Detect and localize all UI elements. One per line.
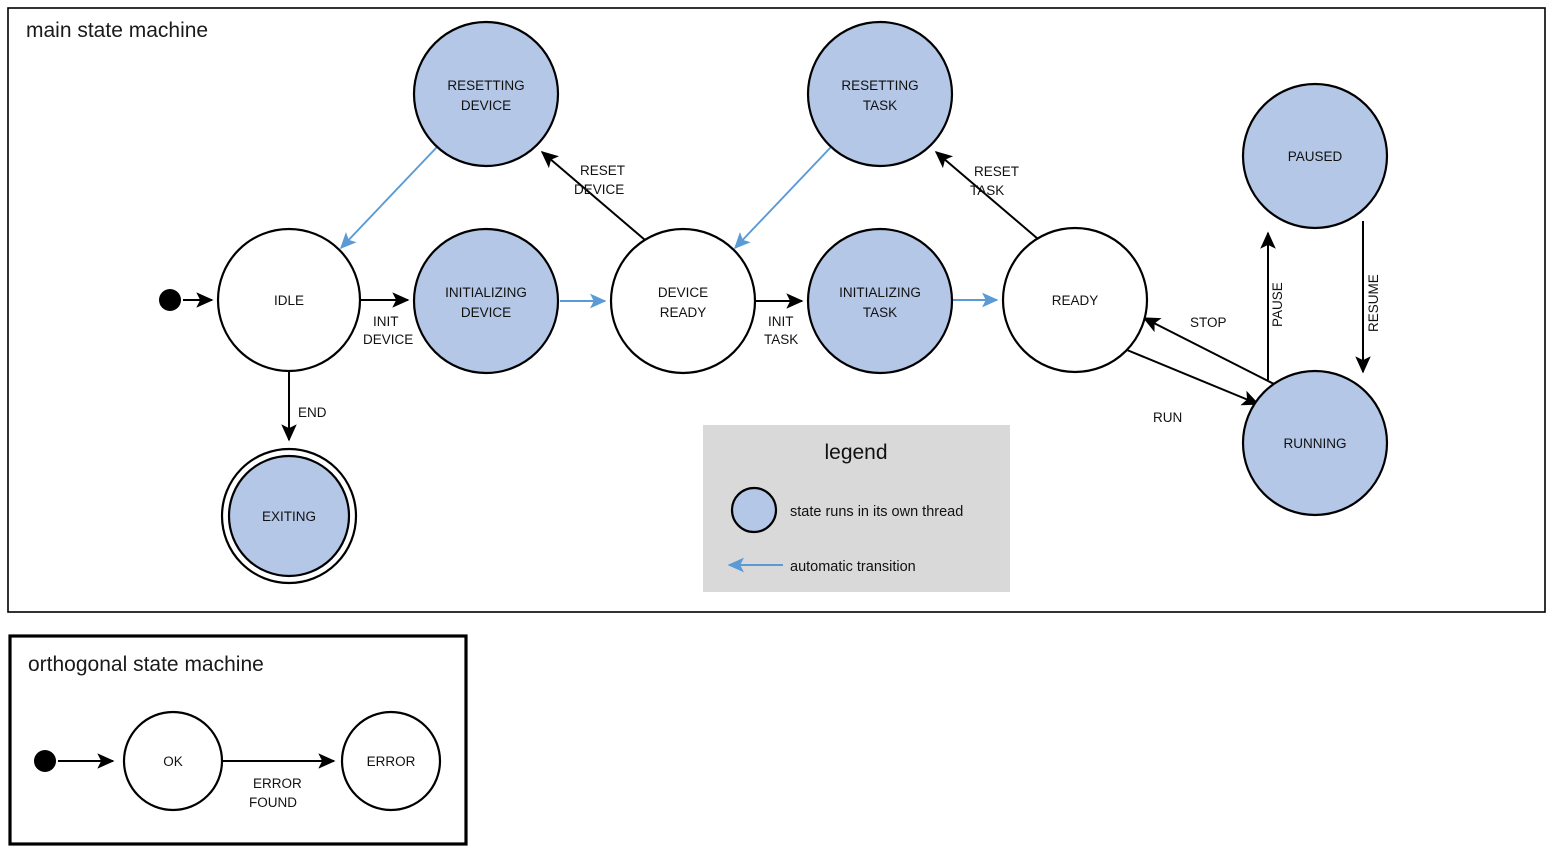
transition-label-init-task-line1: INIT [768, 314, 794, 329]
state-label-initializing-device-line1: INITIALIZING [445, 285, 527, 300]
state-label-resetting-device-line1: RESETTING [447, 78, 524, 93]
state-error[interactable]: ERROR [340, 710, 442, 812]
transition-label-reset-device-line2: DEVICE [574, 182, 624, 197]
state-label-ok: OK [163, 754, 183, 769]
state-label-paused: PAUSED [1288, 149, 1343, 164]
legend-title: legend [824, 441, 887, 464]
legend-thread-state-text: state runs in its own thread [790, 504, 963, 520]
state-idle[interactable]: IDLE [216, 227, 362, 373]
state-paused[interactable]: PAUSED [1241, 82, 1389, 230]
transition-label-error-found-line2: FOUND [249, 795, 297, 810]
main-transitions-group: INIT DEVICE RESET DEVICE INIT TASK RESET… [183, 146, 1381, 442]
transition-label-reset-device-line1: RESET [580, 163, 625, 178]
state-label-initializing-task-line2: TASK [863, 305, 897, 320]
transition-label-pause: PAUSE [1270, 282, 1285, 327]
main-states-group: IDLE RESETTING DEVICE INITIALIZING DEVIC… [159, 20, 1389, 585]
state-initializing-task[interactable]: INITIALIZING TASK [806, 227, 954, 375]
transition-label-error-found-line1: ERROR [253, 776, 302, 791]
transition-label-run: RUN [1153, 410, 1182, 425]
state-device-ready[interactable]: DEVICE READY [609, 227, 757, 375]
orthogonal-states-group: OK ERROR [34, 710, 442, 812]
state-label-resetting-device-line2: DEVICE [461, 98, 511, 113]
legend-panel: legend state runs in its own thread auto… [703, 425, 1010, 592]
state-label-initializing-task-line1: INITIALIZING [839, 285, 921, 300]
main-frame-title: main state machine [26, 19, 208, 42]
legend-thread-state-icon [730, 486, 778, 534]
state-label-resetting-task-line1: RESETTING [841, 78, 918, 93]
state-ready[interactable]: READY [1001, 226, 1149, 374]
transition-running-ready[interactable] [1142, 317, 1277, 386]
state-label-exiting: EXITING [262, 509, 316, 524]
transition-label-end: END [298, 405, 327, 420]
transition-resetting-device-idle[interactable] [340, 146, 438, 250]
transition-label-init-task-line2: TASK [764, 332, 798, 347]
transition-ready-running[interactable] [1126, 349, 1260, 406]
state-label-ready: READY [1052, 293, 1099, 308]
transition-label-reset-task-line1: RESET [974, 164, 1019, 179]
transition-label-init-device-line1: INIT [373, 314, 399, 329]
transition-ready-resetting-task[interactable] [934, 151, 1039, 240]
transition-label-init-device-line2: DEVICE [363, 332, 413, 347]
transition-resetting-task-device-ready[interactable] [734, 146, 832, 250]
state-label-error: ERROR [367, 754, 416, 769]
state-label-idle: IDLE [274, 293, 304, 308]
state-running[interactable]: RUNNING [1241, 369, 1389, 517]
transition-device-ready-resetting-device[interactable] [540, 151, 646, 241]
transition-label-stop: STOP [1190, 315, 1227, 330]
state-label-resetting-task-line2: TASK [863, 98, 897, 113]
state-label-device-ready-line2: READY [660, 305, 707, 320]
state-resetting-device[interactable]: RESETTING DEVICE [412, 20, 560, 168]
state-ok[interactable]: OK [122, 710, 224, 812]
state-label-device-ready-line1: DEVICE [658, 285, 708, 300]
orthogonal-frame-title: orthogonal state machine [28, 653, 264, 676]
initial-state-node-orthogonal[interactable] [34, 750, 56, 772]
initial-state-node-main[interactable] [159, 289, 181, 311]
orthogonal-transitions-group: ERROR FOUND [58, 753, 336, 810]
state-exiting[interactable]: EXITING [220, 447, 358, 585]
state-label-initializing-device-line2: DEVICE [461, 305, 511, 320]
transition-label-resume: RESUME [1366, 274, 1381, 332]
state-resetting-task[interactable]: RESETTING TASK [806, 20, 954, 168]
state-label-running: RUNNING [1284, 436, 1347, 451]
transition-label-reset-task-line2: TASK [970, 183, 1004, 198]
legend-automatic-transition-text: automatic transition [790, 559, 916, 575]
state-initializing-device[interactable]: INITIALIZING DEVICE [412, 227, 560, 375]
